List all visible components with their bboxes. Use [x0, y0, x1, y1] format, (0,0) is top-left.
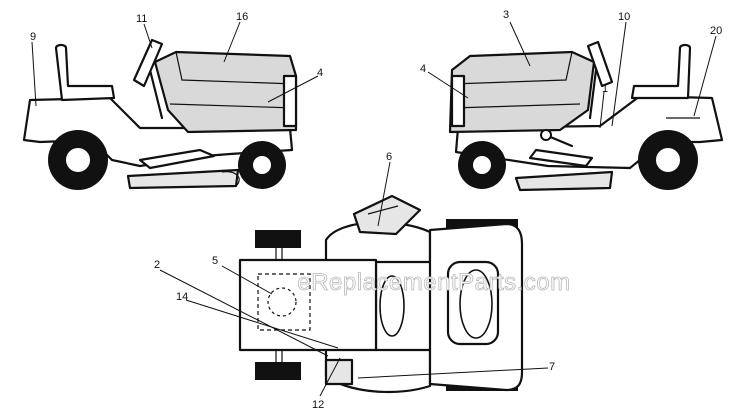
- leader-lines: [31, 21, 717, 397]
- leader-12: [319, 357, 341, 397]
- leader-1: [599, 91, 605, 129]
- callout-9: 9: [30, 31, 36, 43]
- chute-line: [367, 205, 399, 215]
- front-hub-right: [471, 154, 493, 176]
- footrest-left: [138, 148, 216, 170]
- front-hub-left: [251, 154, 273, 176]
- leader-5: [221, 265, 273, 295]
- tractor-top-view: [238, 194, 524, 394]
- leader-14: [185, 299, 339, 349]
- deck-lift-area: [324, 358, 354, 386]
- battery-area-dashed: [257, 273, 311, 331]
- steering-column-left: [148, 68, 164, 120]
- callout-11: 11: [136, 13, 147, 25]
- hood-crease-right: [451, 51, 573, 85]
- rear-hub-left: [64, 146, 92, 174]
- callout-6: 6: [386, 151, 392, 163]
- chassis-right: [454, 94, 724, 170]
- headlight-grille-right: [450, 74, 466, 128]
- callout-16: 16: [236, 11, 248, 23]
- leader-11: [143, 23, 153, 49]
- rear-hub-right: [654, 146, 682, 174]
- callout-7: 7: [549, 361, 555, 373]
- callout-10: 10: [618, 11, 630, 23]
- steering-column-right: [588, 68, 598, 120]
- callout-12: 12: [312, 399, 324, 411]
- seat-left: [54, 43, 116, 102]
- leader-6: [377, 161, 391, 227]
- lift-lever-right: [546, 134, 574, 148]
- callout-numbers: 9 11 16 4 3 4 10 1 20 6 5 2 14 12 7: [30, 9, 722, 411]
- mower-deck-left: [126, 168, 240, 190]
- callout-20: 20: [710, 25, 722, 37]
- hood-crease-left: [175, 51, 297, 85]
- seat-cushion-top: [459, 269, 493, 339]
- leader-2: [159, 269, 329, 357]
- fuel-cap-dashed: [267, 287, 297, 317]
- callout-4-left: 4: [317, 67, 323, 79]
- deck-chute-left: [221, 171, 240, 187]
- hood-line-left: [169, 103, 297, 109]
- callout-14: 14: [176, 291, 188, 303]
- tractor-left-side-view: [22, 38, 298, 190]
- seat-right: [630, 43, 692, 100]
- hood-line-right: [451, 103, 581, 109]
- leader-9: [31, 41, 37, 107]
- front-tire-bottom: [255, 362, 301, 380]
- callout-5: 5: [212, 255, 218, 267]
- callout-4-right: 4: [420, 63, 426, 75]
- leader-20: [693, 35, 717, 117]
- steering-wheel-left: [132, 38, 164, 88]
- lever-knob-right: [540, 129, 552, 141]
- discharge-chute-top: [352, 194, 422, 236]
- leader-10: [611, 21, 627, 127]
- leader-16: [223, 21, 241, 63]
- hood-right: [448, 50, 596, 134]
- leader-7: [357, 367, 549, 379]
- callout-2: 2: [154, 259, 160, 271]
- steering-pod-top: [379, 275, 405, 337]
- leader-3: [509, 21, 531, 67]
- footrest-right: [528, 148, 594, 168]
- headlight-grille-left: [282, 74, 298, 128]
- leader-4-right: [427, 71, 469, 99]
- steering-wheel-right: [586, 40, 614, 88]
- hood-top: [238, 258, 378, 352]
- leader-4-left: [267, 75, 319, 103]
- watermark-text: eReplacementParts.com: [297, 269, 570, 296]
- front-tire-top: [255, 230, 301, 248]
- hood-left: [153, 50, 298, 134]
- callout-3: 3: [503, 9, 509, 21]
- callout-1: 1: [602, 83, 608, 95]
- tractor-right-side-view: [448, 40, 724, 192]
- mower-deck-right: [514, 170, 614, 192]
